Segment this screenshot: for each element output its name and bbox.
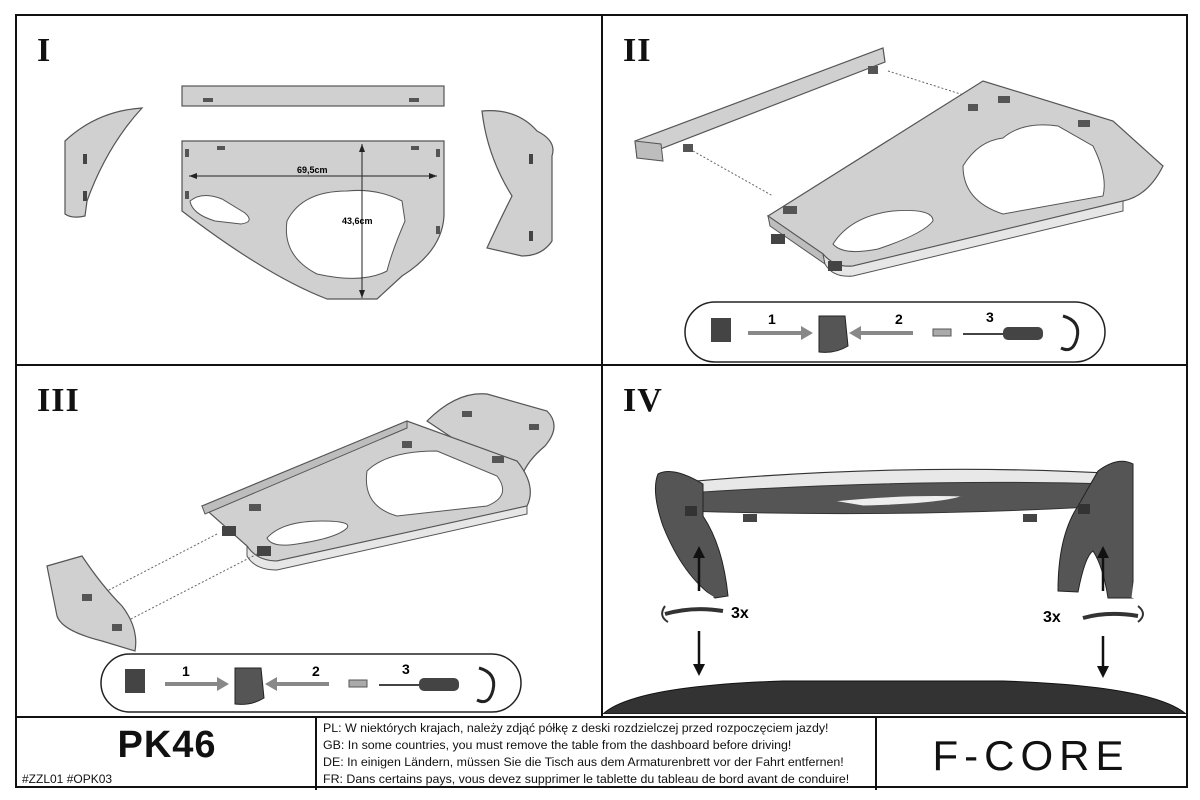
step-1-numeral: I (37, 32, 52, 69)
mounting-illustration: 3x 3x (603, 460, 1186, 714)
right-turns-label: 3x (1043, 609, 1061, 626)
step-4-numeral: IV (623, 382, 663, 419)
step-2-seq-1: 1 (768, 311, 776, 327)
step-3-panel: III 1 (17, 366, 603, 716)
height-dimension-label: 43,6cm (342, 216, 373, 226)
step-3-seq-3: 3 (402, 661, 410, 677)
left-turns-label: 3x (731, 605, 749, 622)
warning-cell: PL: W niektórych krajach, należy zdjąć p… (317, 718, 877, 790)
step-1-panel: I 69,5cm 43,6cm (17, 16, 603, 366)
brand-logo: F-CORE (877, 718, 1186, 790)
warning-pl: PL: W niektórych krajach, należy zdjąć p… (323, 721, 829, 735)
step-3-numeral: III (37, 382, 80, 419)
product-codes: #ZZL01 #OPK03 (22, 772, 113, 786)
bar-assembly-illustration: 1 2 3 (634, 47, 1164, 363)
step-3-seq-1: 1 (182, 663, 190, 679)
model-cell: PK46 #ZZL01 #OPK03 (17, 718, 317, 790)
step-4-panel: IV (603, 366, 1188, 716)
model-number: PK46 (117, 724, 217, 766)
warning-fr: FR: Dans certains pays, vous devez suppr… (323, 772, 850, 786)
instruction-sheet: I 69,5cm 43,6cm (15, 14, 1188, 790)
brand-logo-mark: F-CORE (933, 732, 1130, 779)
step-2-panel: II 1 (603, 16, 1188, 366)
footer: PK46 #ZZL01 #OPK03 PL: W niektórych kraj… (17, 716, 1186, 790)
step-3-seq-2: 2 (312, 663, 320, 679)
width-dimension-label: 69,5cm (297, 165, 328, 175)
step-2-seq-3: 3 (986, 309, 994, 325)
brand-logo-text: F-CORE (933, 732, 1130, 779)
warning-de: DE: In einigen Ländern, müssen Sie die T… (323, 755, 844, 769)
step-2-seq-2: 2 (895, 311, 903, 327)
warning-gb: GB: In some countries, you must remove t… (323, 738, 792, 752)
step-2-numeral: II (623, 32, 652, 69)
parts-layout-illustration: 69,5cm 43,6cm (64, 85, 554, 300)
side-assembly-illustration: 1 2 3 (46, 393, 555, 713)
